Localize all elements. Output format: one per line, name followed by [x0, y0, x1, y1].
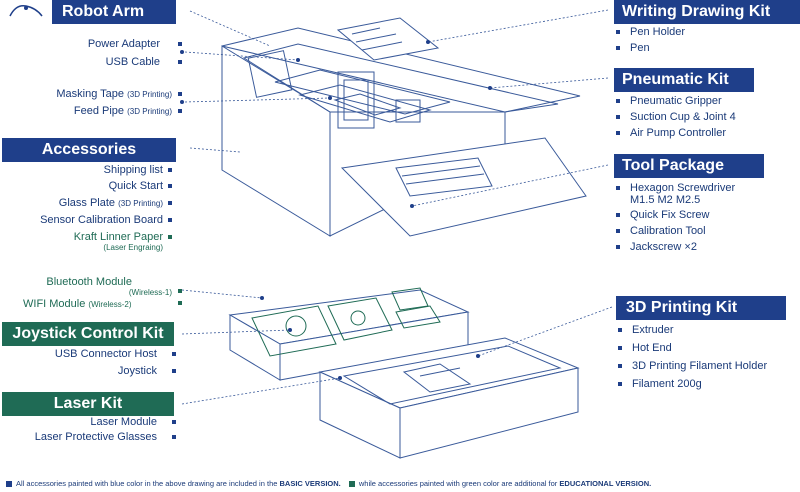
joystick-item-usb-host: USB Connector Host — [54, 348, 157, 360]
bullet — [618, 346, 622, 350]
legend-basic-text: All accessories painted with blue color … — [16, 479, 278, 488]
accessories-item-kraft-paper-sub: (Laser Engraing) — [103, 243, 163, 252]
tool-item-calibration: Calibration Tool — [630, 225, 706, 237]
accessories-lid — [340, 137, 587, 237]
bullet — [618, 328, 622, 332]
printing-kit-header: 3D Printing Kit — [616, 296, 786, 320]
bullet — [168, 184, 172, 188]
robot-arm-title: Robot Arm — [62, 3, 145, 20]
wifi-module-label: WIFI Module (Wireless-2) — [23, 298, 132, 310]
bullet — [616, 245, 620, 249]
accessories-item-sensor-board: Sensor Calibration Board — [40, 214, 163, 226]
legend-green-swatch — [348, 481, 355, 488]
laser-kit-title: Laser Kit — [53, 395, 123, 412]
bullet — [178, 301, 182, 305]
pneumatic-kit-header: Pneumatic Kit — [614, 68, 754, 92]
bullet — [616, 46, 620, 50]
robot-logo-icon — [6, 2, 46, 18]
tool-item-jackscrew: Jackscrew ×2 — [630, 241, 697, 253]
robot-arm-item-masking-tape: Masking Tape (3D Printing) — [56, 88, 172, 100]
bullet — [618, 382, 622, 386]
bullet — [616, 99, 620, 103]
joystick-kit-title: Joystick Control Kit — [12, 325, 164, 342]
bullet — [616, 213, 620, 217]
writing-kit-header: Writing Drawing Kit — [614, 0, 800, 24]
bullet — [172, 420, 176, 424]
printing-item-hot-end: Hot End — [632, 342, 672, 354]
bullet — [168, 201, 172, 205]
bullet — [616, 131, 620, 135]
tool-package-header: Tool Package — [614, 154, 764, 178]
bullet — [168, 235, 172, 239]
bullet — [168, 168, 172, 172]
tool-package-title: Tool Package — [622, 157, 724, 174]
bullet — [172, 369, 176, 373]
legend-edu-text: while accessories painted with green col… — [358, 479, 558, 488]
bullet — [178, 42, 182, 46]
writing-kit-card — [336, 17, 440, 61]
printing-kit-title: 3D Printing Kit — [626, 299, 738, 316]
bullet — [178, 109, 182, 113]
tool-item-hex-screwdriver: Hexagon Screwdriver — [630, 182, 736, 194]
bullet — [178, 60, 182, 64]
writing-kit-title: Writing Drawing Kit — [622, 3, 771, 20]
pneumatic-item-air-pump: Air Pump Controller — [630, 127, 726, 139]
laser-item-glasses: Laser Protective Glasses — [34, 431, 157, 443]
accessories-item-quick-start: Quick Start — [108, 180, 163, 192]
pneumatic-item-gripper: Pneumatic Gripper — [630, 95, 722, 107]
legend: All accessories painted with blue color … — [0, 475, 800, 492]
writing-item-pen-holder: Pen Holder — [630, 26, 686, 38]
laser-item-module: Laser Module — [90, 416, 157, 428]
bullet — [618, 364, 622, 368]
bluetooth-module-sub: (Wireless-1) — [128, 288, 172, 297]
accessories-item-glass-plate: Glass Plate (3D Printing) — [58, 197, 163, 209]
robot-arm-item-usb-cable: USB Cable — [105, 56, 160, 68]
legend-blue-swatch — [6, 481, 12, 488]
accessories-header: Accessories — [2, 138, 176, 162]
bullet — [178, 289, 182, 293]
bullet — [616, 115, 620, 119]
robot-arm-item-power-adapter: Power Adapter — [87, 38, 160, 50]
printing-item-filament-holder: 3D Printing Filament Holder — [632, 360, 768, 372]
joystick-kit-header: Joystick Control Kit — [2, 322, 174, 346]
bullet — [168, 218, 172, 222]
pneumatic-item-suction-cup: Suction Cup & Joint 4 — [630, 111, 736, 123]
legend-edu-version: EDUCATIONAL VERSION. — [559, 479, 652, 488]
joystick-item-joystick: Joystick — [117, 365, 157, 377]
printing-item-extruder: Extruder — [632, 324, 674, 336]
bullet — [616, 30, 620, 34]
robot-arm-item-feed-pipe: Feed Pipe (3D Printing) — [73, 105, 172, 117]
bullet — [616, 186, 620, 190]
writing-item-pen: Pen — [630, 42, 650, 54]
printing-kit-box — [318, 337, 580, 459]
tool-item-hex-sizes: M1.5 M2 M2.5 — [630, 194, 701, 206]
accessories-item-shipping-list: Shipping list — [103, 164, 163, 176]
bullet — [616, 229, 620, 233]
bullet — [172, 435, 176, 439]
pneumatic-kit-title: Pneumatic Kit — [622, 71, 729, 88]
robot-arm-insert — [247, 50, 421, 129]
legend-basic-version: BASIC VERSION. — [279, 479, 341, 488]
printing-item-filament: Filament 200g — [632, 378, 702, 390]
accessories-item-kraft-paper: Kraft Linner Paper — [73, 231, 163, 243]
robot-arm-header: Robot Arm — [52, 0, 176, 24]
bullet — [172, 352, 176, 356]
tool-item-quick-fix-screw: Quick Fix Screw — [630, 209, 710, 221]
bullet — [178, 92, 182, 96]
laser-kit-header: Laser Kit — [2, 392, 174, 416]
accessories-title: Accessories — [41, 141, 137, 158]
bluetooth-module-label: Bluetooth Module — [46, 276, 132, 288]
